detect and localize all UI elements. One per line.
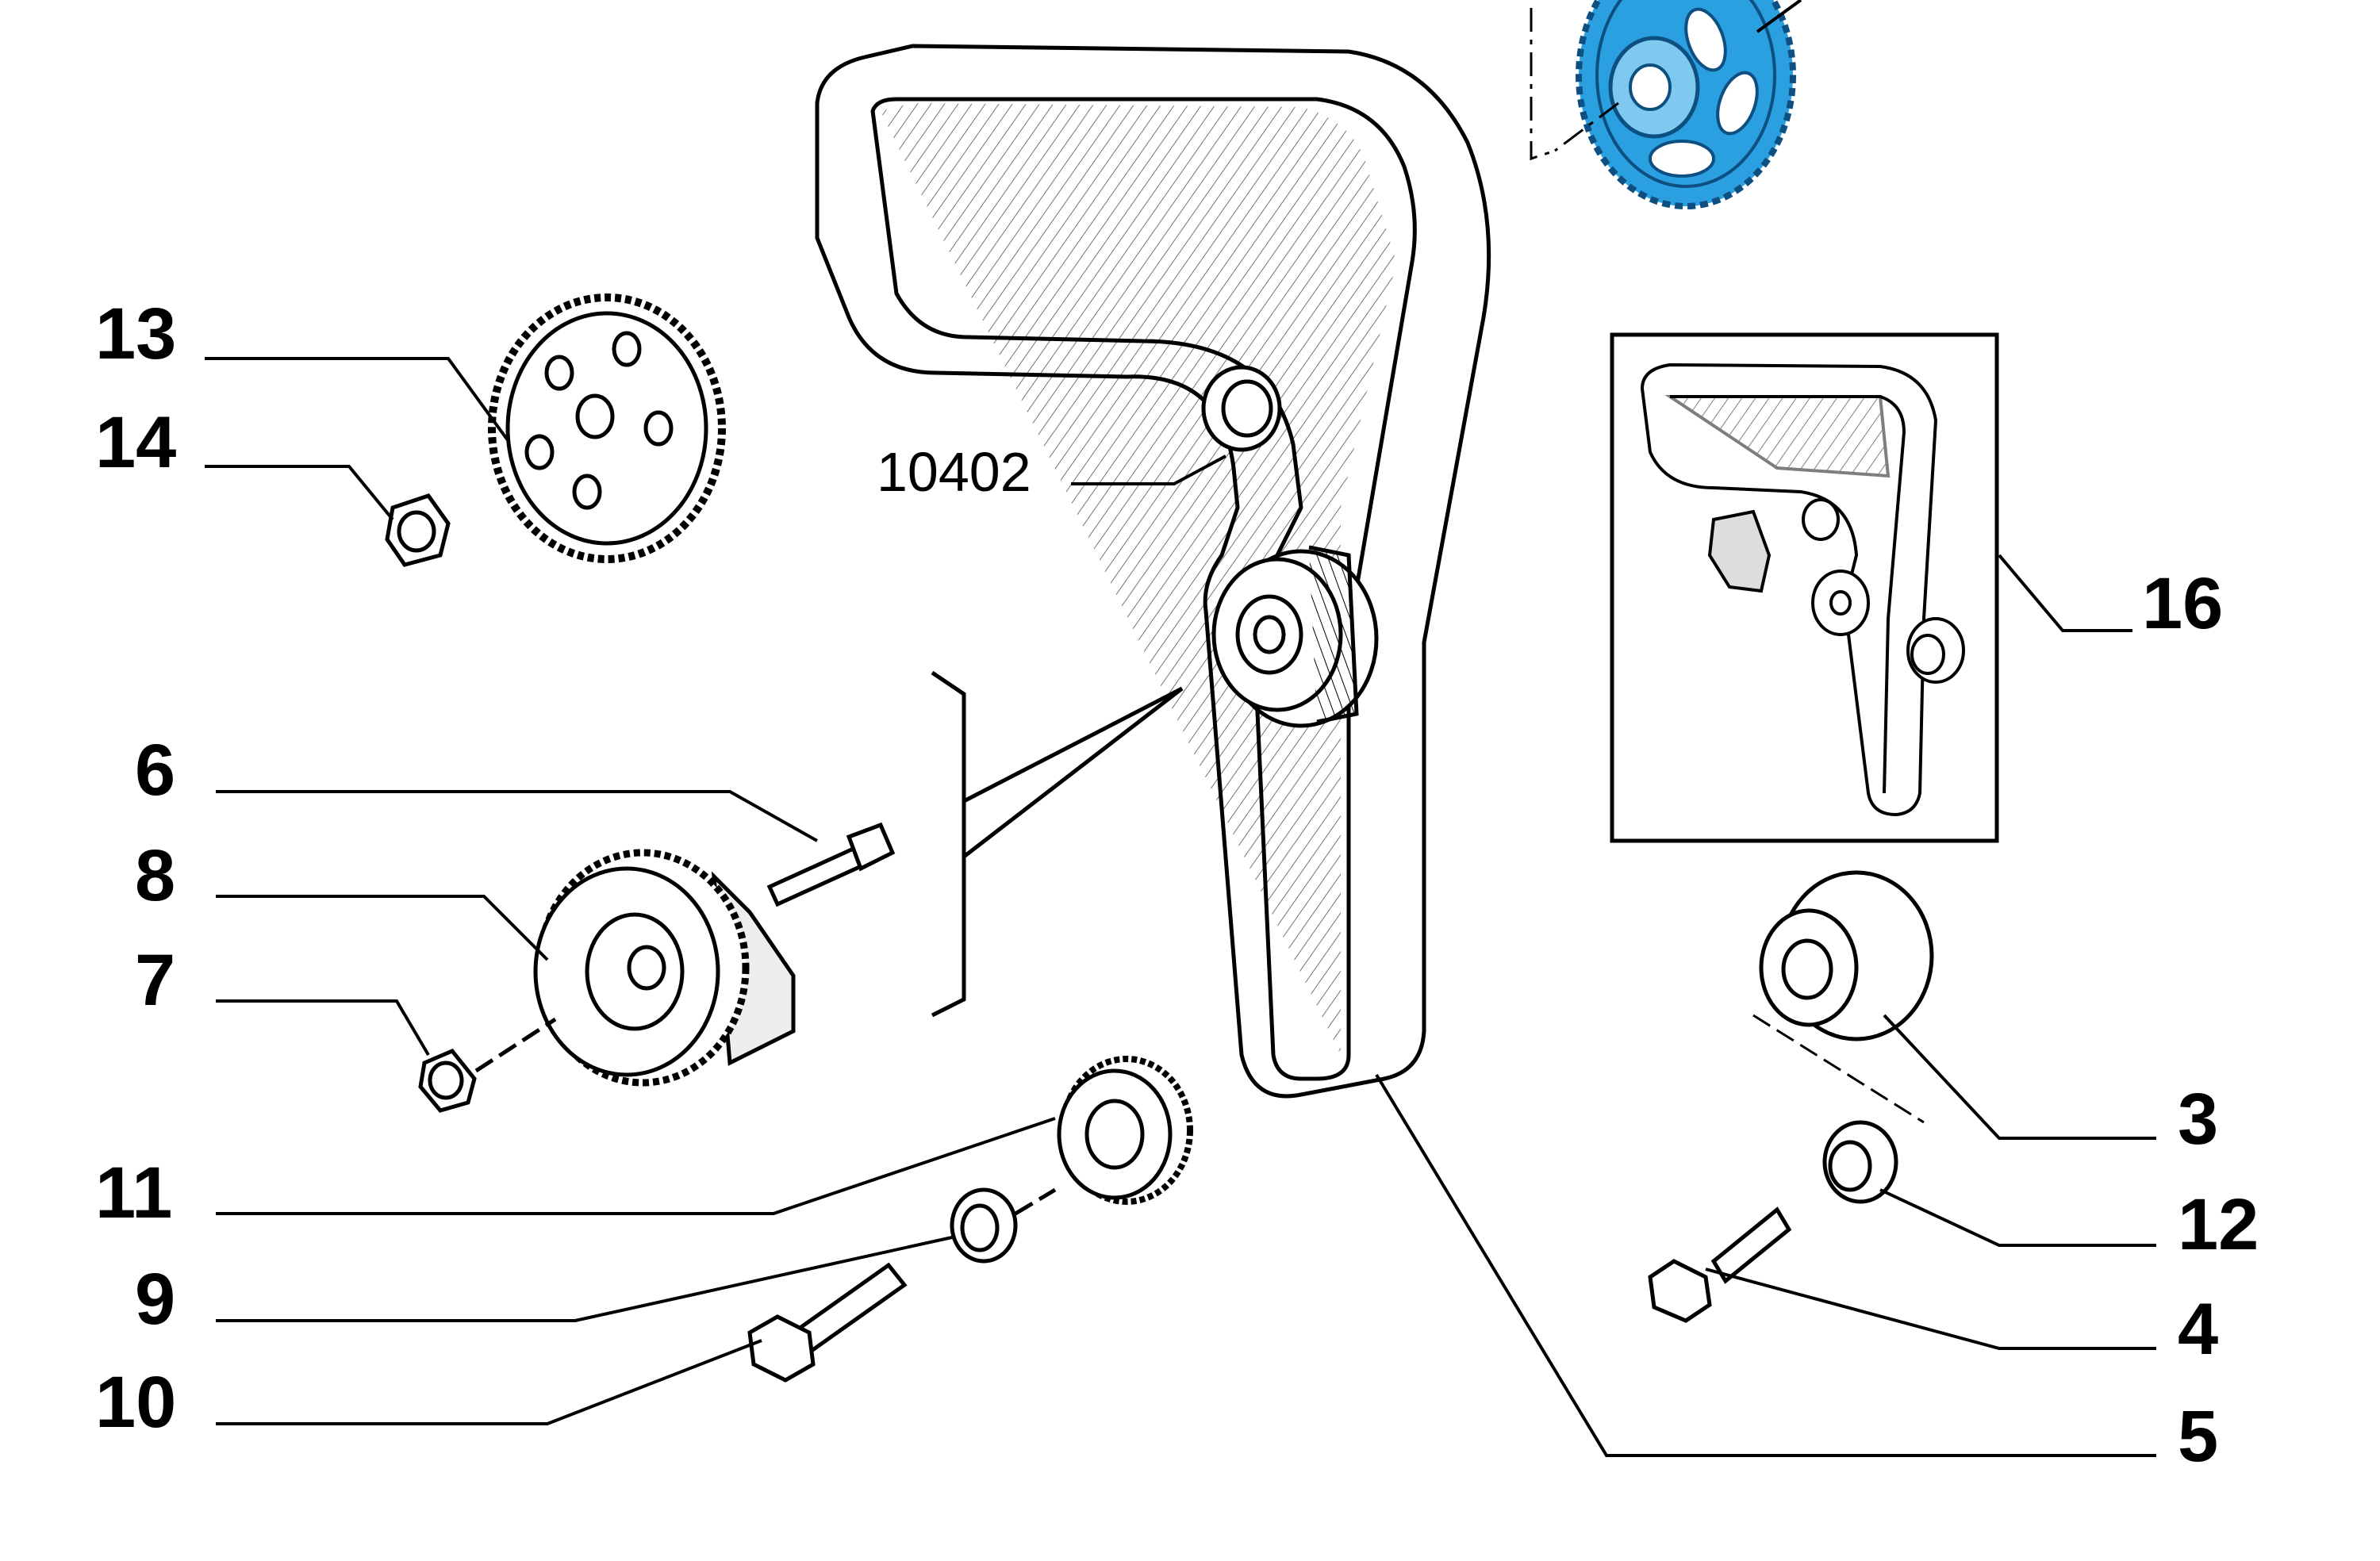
- timing-belt-part-5[interactable]: [815, 44, 1491, 1099]
- spacer-part-9[interactable]: [950, 1187, 1057, 1264]
- callout-9: 9: [135, 1259, 176, 1340]
- callout-6: 6: [135, 730, 176, 811]
- part-code-10402: 10402: [877, 441, 1031, 503]
- nut-part-7[interactable]: [418, 1017, 557, 1113]
- assembly-bracket: [931, 670, 1184, 1018]
- tensioner-pulley-part-8[interactable]: [533, 849, 796, 1087]
- callout-13: 13: [95, 293, 177, 374]
- idler-part-3[interactable]: [1759, 870, 1934, 1041]
- callout-16: 16: [2142, 563, 2224, 644]
- pulley-part-13[interactable]: [488, 293, 726, 563]
- spacer-part-12[interactable]: [1752, 1014, 1925, 1204]
- callout-14: 14: [95, 402, 177, 483]
- callout-3: 3: [2178, 1079, 2219, 1160]
- nut-part-14[interactable]: [385, 493, 451, 567]
- callout-5: 5: [2178, 1396, 2219, 1477]
- callout-10: 10: [95, 1362, 177, 1443]
- bolt-part-6[interactable]: [766, 822, 896, 907]
- belt-pulley: [1211, 545, 1379, 728]
- camshaft-pulley-highlighted[interactable]: [1530, 0, 1802, 209]
- timing-kit-inset-part-16[interactable]: [1610, 332, 1999, 843]
- leader-lines: [205, 357, 2156, 1457]
- idler-pulley-10402[interactable]: [1201, 365, 1282, 452]
- callout-8: 8: [135, 835, 176, 916]
- callout-11: 11: [95, 1153, 173, 1233]
- bolt-part-10[interactable]: [747, 1262, 908, 1383]
- callout-4: 4: [2178, 1289, 2219, 1370]
- pulley-part-11[interactable]: [1057, 1056, 1193, 1205]
- bolt-part-4[interactable]: [1648, 1206, 1792, 1323]
- callout-12: 12: [2178, 1184, 2259, 1265]
- callout-7: 7: [135, 940, 176, 1021]
